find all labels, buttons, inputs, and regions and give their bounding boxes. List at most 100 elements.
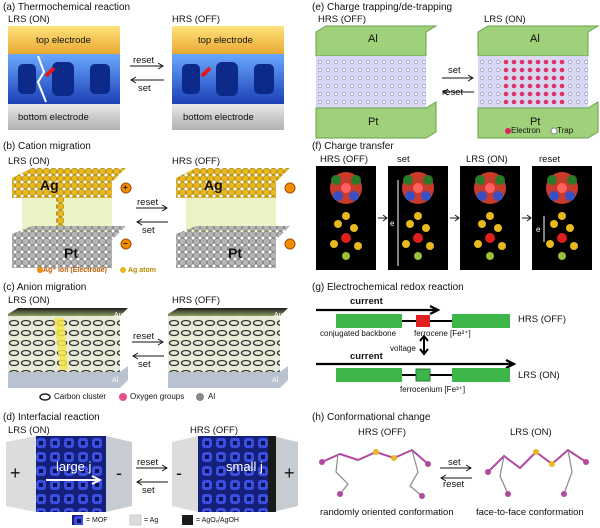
panel-a-right-state: HRS (OFF)	[172, 14, 221, 25]
face-to-face-conformation	[485, 448, 589, 497]
panel-f-frame-1-label: HRS (OFF)	[320, 154, 369, 165]
panel-d-minus-left: -	[116, 463, 122, 483]
panel-f-electron-set: e	[390, 219, 395, 228]
panel-g-diagram	[316, 305, 517, 382]
panel-h-reset: reset	[443, 479, 465, 490]
backbone-bar	[336, 314, 402, 328]
current-arrow-icon	[316, 305, 441, 315]
panel-g-ferrocene: ferrocene [Fe²⁺]	[414, 329, 471, 338]
panel-e-right-state: LRS (ON)	[484, 14, 526, 25]
panel-d-left-device	[6, 436, 132, 512]
al-electrode	[8, 366, 128, 388]
panel-h-left-caption: randomly oriented conformation	[320, 507, 454, 518]
panel-e-al-right: Al	[530, 33, 540, 45]
panel-h-title: (h) Conformational change	[312, 412, 431, 423]
panel-h-set: set	[448, 457, 461, 468]
panel-d-legend-icons	[72, 514, 193, 526]
conductive-path	[54, 318, 68, 370]
arrow-right-icon	[378, 214, 388, 222]
pt-electrode	[12, 226, 126, 268]
arrow-right-icon	[130, 62, 164, 70]
panel-a-top-electrode-left: top electrode	[36, 35, 91, 46]
panel-c-left-device	[8, 308, 128, 388]
oxygen-group-icon	[119, 393, 127, 401]
minus-terminal-icon	[120, 238, 132, 250]
panel-d-plus-right: +	[284, 463, 295, 483]
panel-e-reset: reset	[442, 87, 464, 98]
panel-d-right-device	[172, 436, 298, 512]
bottom-electrode-layer	[8, 104, 120, 130]
electron-icon	[505, 128, 511, 134]
panel-h-right-state: LRS (ON)	[510, 427, 552, 438]
ag-ion-icon	[37, 267, 43, 273]
arrow-right-icon	[450, 214, 460, 222]
panel-b-title: (b) Cation migration	[3, 141, 91, 152]
panel-b-legend-atom: Ag atom	[128, 267, 156, 274]
panel-e-legend-electron: Electron	[511, 126, 541, 135]
panel-c-legend-carbon: Carbon cluster	[54, 392, 107, 401]
panel-a-title: (a) Thermochemical reaction	[3, 2, 131, 13]
panel-a-left-device	[8, 26, 120, 130]
carbon-cluster-icon	[39, 393, 51, 401]
current-arrow-icon	[46, 475, 103, 485]
arrow-right-icon	[440, 464, 472, 472]
panel-d-reset: reset	[137, 457, 159, 468]
panel-a-top-electrode-right: top electrode	[198, 35, 253, 46]
panel-b-ag-right: Ag	[204, 177, 223, 193]
au-electrode	[8, 308, 128, 316]
panel-f-frame-2-label: set	[397, 154, 410, 165]
conductive-filament	[36, 55, 47, 103]
panel-g-current-top: current	[350, 296, 383, 307]
red-arrow-icon	[200, 66, 212, 78]
panel-b-right-state: HRS (OFF)	[172, 156, 221, 167]
right-electrode	[106, 436, 132, 512]
panel-f-electron-reset: e	[536, 225, 541, 234]
mof-icon	[72, 515, 83, 525]
voltage-arrow-icon	[419, 334, 429, 356]
pt-electrode	[315, 101, 437, 139]
plus-terminal-icon	[120, 182, 132, 194]
al-atom-icon	[196, 393, 204, 401]
trap-icon	[550, 127, 558, 135]
ago-layer	[268, 436, 276, 512]
panel-c-legend-icons	[39, 393, 204, 401]
panel-b-plus-left: +	[123, 183, 128, 192]
panel-e-left-state: HRS (OFF)	[318, 14, 367, 25]
panel-e-set: set	[448, 65, 461, 76]
panel-c-set: set	[138, 359, 151, 370]
panel-b-left-state: LRS (ON)	[8, 156, 50, 167]
panel-e-legend-trap: Trap	[557, 126, 574, 135]
panel-b-minus-left: −	[123, 239, 128, 248]
panel-e-al-left: Al	[368, 33, 378, 45]
trapped-electrons	[500, 60, 566, 104]
backbone-bar-right	[452, 314, 510, 328]
mof-layer	[36, 436, 106, 512]
panel-c-reset: reset	[133, 331, 155, 342]
panel-b-switch-arrows	[136, 204, 168, 226]
panel-c-au-right: Au	[274, 312, 283, 319]
panel-h-molecules	[319, 448, 589, 499]
panel-b-reset: reset	[137, 197, 159, 208]
panel-e-title: (e) Charge trapping/de-trapping	[312, 2, 453, 13]
panel-d-right-state: HRS (OFF)	[190, 425, 239, 436]
current-arrow-icon	[316, 359, 517, 369]
panel-a-reset: reset	[133, 55, 155, 66]
panel-b-pt-left: Pt	[64, 245, 78, 261]
panel-c-al-left: Al	[112, 377, 119, 384]
panel-g-ferrocenium: ferrocenium [Fe³⁺]	[400, 385, 466, 394]
panel-d-title: (d) Interfacial reaction	[3, 412, 100, 423]
panel-c-legend-oxygen: Oxygen groups	[130, 392, 185, 401]
ag-icon	[129, 514, 142, 526]
panel-a-set: set	[138, 83, 151, 94]
panel-d-legend-ago: = AgOₓ/AgOH	[196, 517, 239, 524]
panel-d-large-j: large j	[56, 459, 92, 474]
panel-d-left-state: LRS (ON)	[8, 425, 50, 436]
panel-a-left-state: LRS (ON)	[8, 14, 50, 25]
panel-f-title: (f) Charge transfer	[312, 141, 394, 152]
panel-c-al-right: Al	[272, 377, 279, 384]
panel-b-left-device	[12, 168, 132, 268]
panel-b-set: set	[142, 225, 155, 236]
left-electrode	[6, 436, 36, 512]
random-conformation	[319, 448, 431, 499]
panel-b-legend-ion: Ag⁺ ion (Electrode)	[43, 267, 107, 274]
